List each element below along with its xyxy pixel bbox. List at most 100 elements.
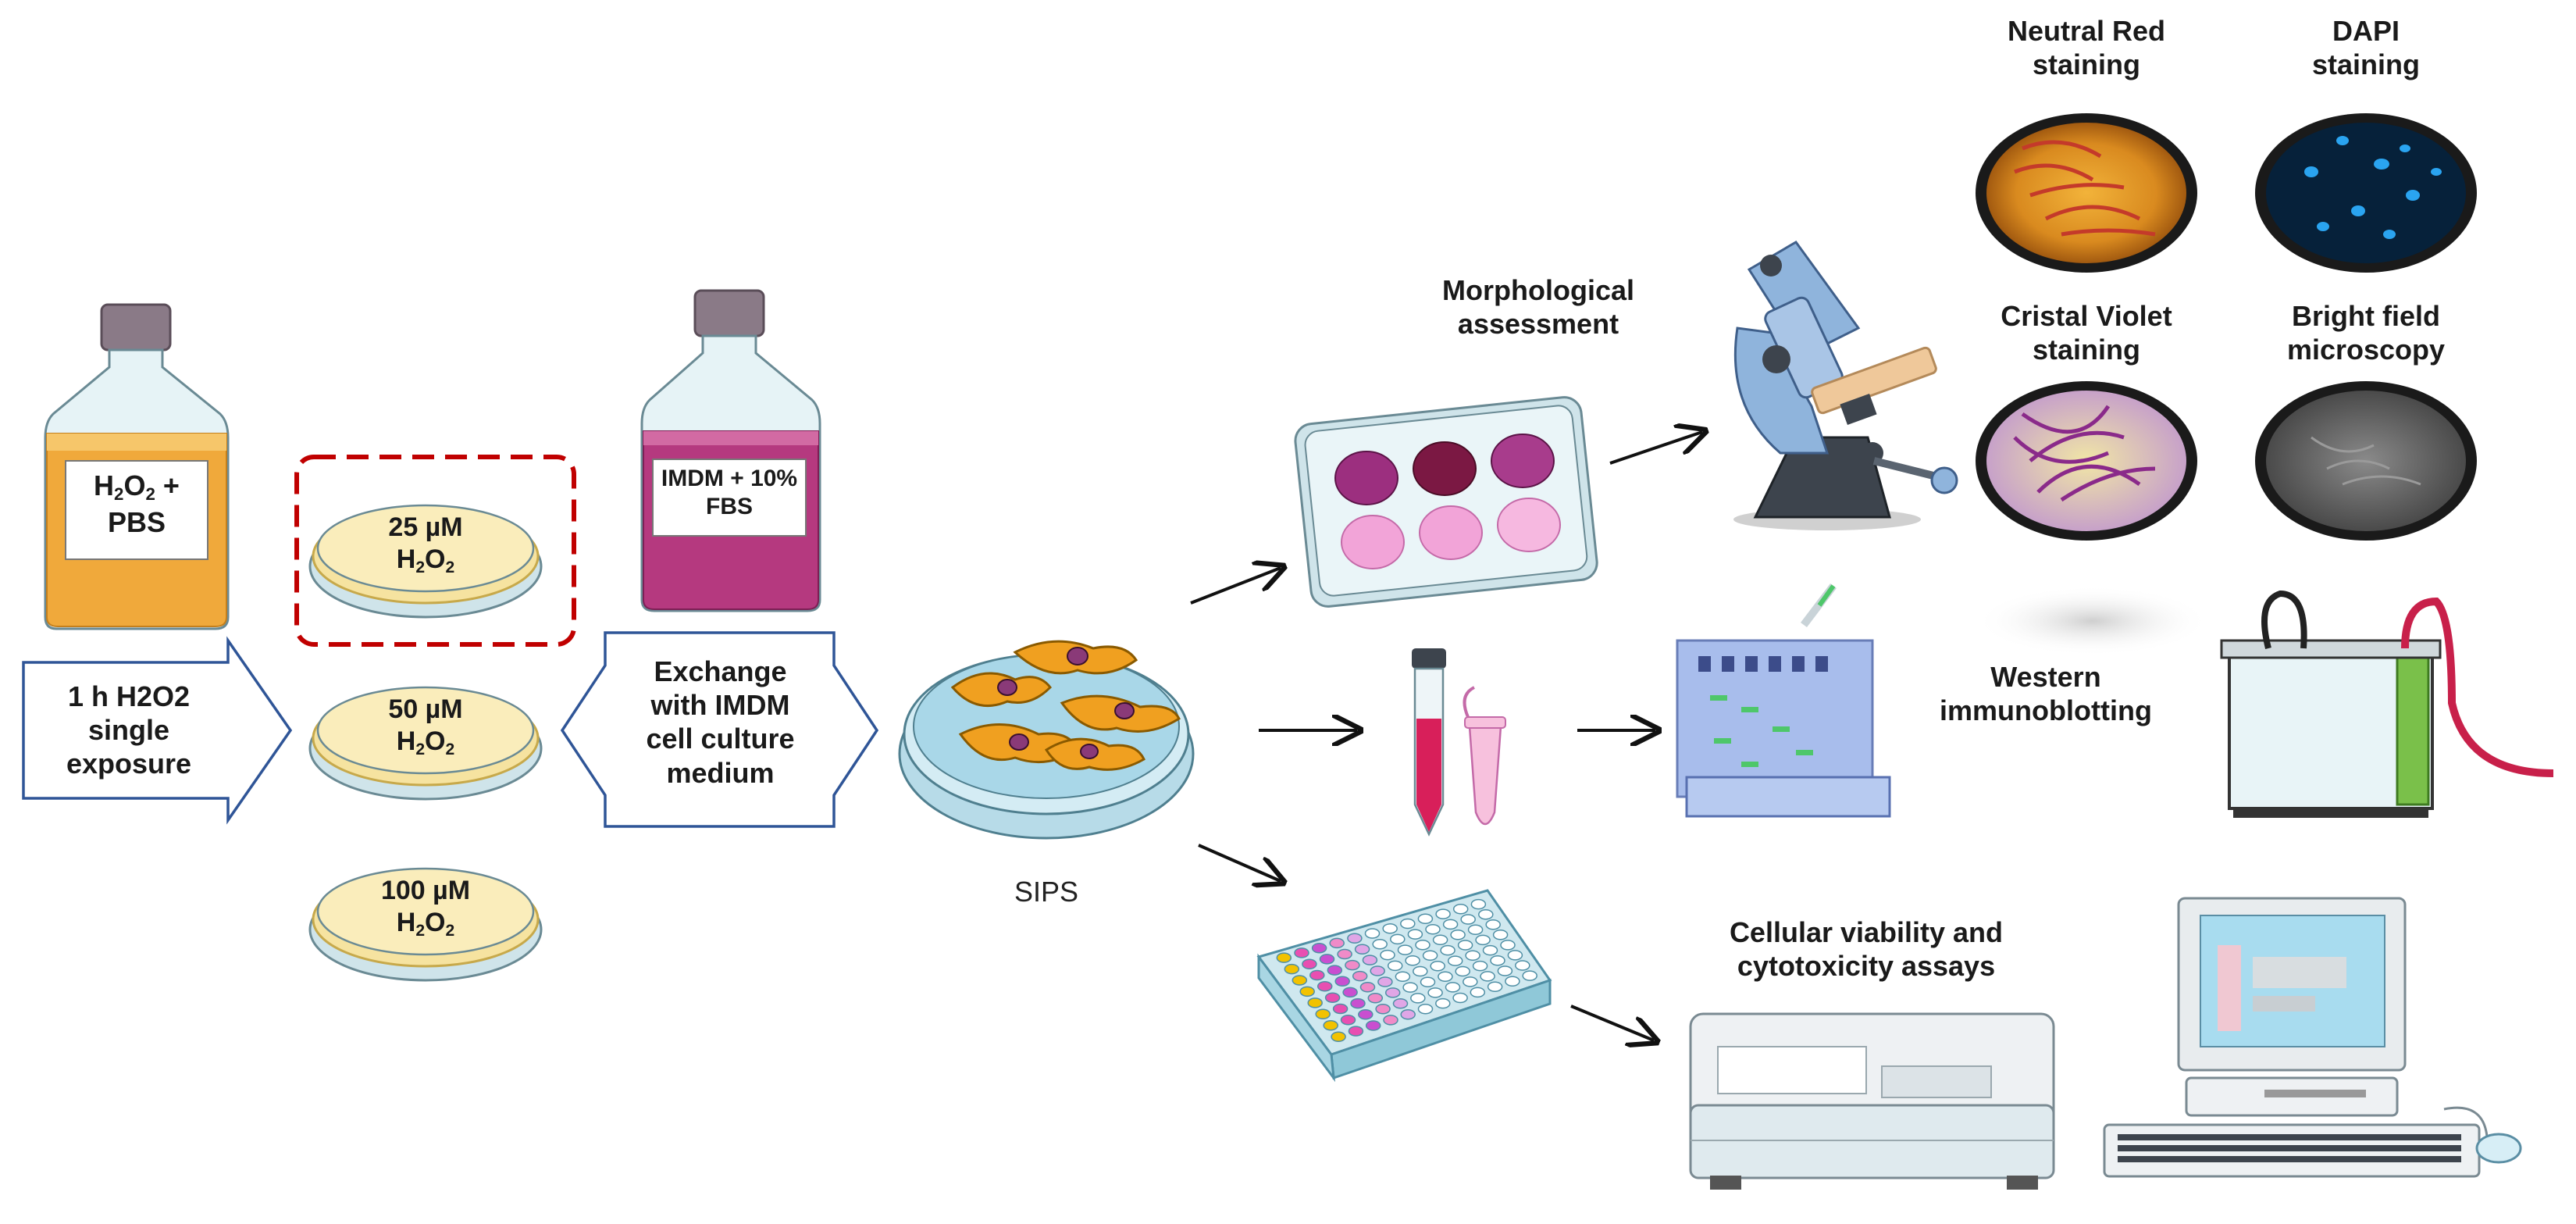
six-well-plate	[1294, 396, 1598, 608]
well	[1299, 986, 1315, 997]
well	[1417, 913, 1434, 925]
well	[1377, 976, 1393, 987]
highlight-dashed-box	[294, 455, 576, 647]
well	[1387, 960, 1403, 972]
well	[1352, 970, 1368, 982]
well	[1294, 947, 1309, 958]
well	[1358, 1009, 1374, 1020]
well	[1382, 923, 1398, 934]
well	[1460, 914, 1476, 925]
well	[1327, 965, 1343, 976]
well	[1323, 1020, 1338, 1031]
well	[1485, 919, 1501, 930]
dapi-label: DAPI staining	[2311, 15, 2420, 81]
dish-100-label: 100 µM H2O2	[380, 876, 471, 940]
well	[1415, 939, 1431, 951]
exposure-label: 1 h H2O2 single exposure	[66, 680, 192, 780]
well	[1435, 997, 1451, 1009]
well	[1337, 948, 1352, 960]
well	[1372, 939, 1388, 950]
computer	[2103, 897, 2522, 1178]
well	[1440, 944, 1455, 956]
eppendorf-tube	[1463, 686, 1506, 826]
dapi-image	[2255, 113, 2477, 273]
well	[1425, 923, 1441, 935]
well	[1354, 944, 1370, 955]
well	[1455, 965, 1470, 977]
well	[1362, 955, 1378, 965]
well	[1507, 950, 1523, 961]
flow-arrows	[1190, 432, 1702, 1040]
well	[1500, 940, 1516, 951]
well	[1405, 955, 1420, 966]
exchange-arrow	[560, 631, 879, 828]
well	[1505, 976, 1520, 987]
arrow-to-96well	[1198, 844, 1281, 881]
well	[1413, 965, 1428, 977]
well	[1470, 987, 1486, 998]
well	[1463, 976, 1478, 987]
well	[1422, 950, 1438, 961]
well	[1340, 1015, 1356, 1026]
well	[1438, 971, 1453, 983]
well	[1442, 919, 1459, 930]
sips-dish	[898, 640, 1195, 840]
well	[1452, 904, 1469, 915]
well	[1467, 924, 1484, 935]
cristal-violet-label: Cristal Violet staining	[2001, 300, 2172, 366]
well	[1465, 950, 1480, 962]
well	[1383, 1015, 1398, 1026]
well	[1447, 955, 1463, 966]
well	[1390, 933, 1406, 945]
arrow-to-6well	[1190, 568, 1281, 605]
well	[1384, 987, 1401, 998]
petri-dish-25	[308, 504, 543, 619]
morphology-label: Morphological assessment	[1442, 274, 1634, 341]
well	[1427, 987, 1443, 998]
well	[1487, 981, 1503, 993]
well	[1492, 930, 1509, 940]
well	[1375, 1004, 1391, 1015]
arrow-to-microscope	[1609, 432, 1702, 465]
well	[1331, 1031, 1346, 1042]
well	[1417, 1003, 1434, 1015]
bright-field-image	[2255, 381, 2477, 541]
well	[1430, 961, 1445, 972]
well	[1324, 992, 1341, 1003]
falcon-tube	[1412, 648, 1446, 837]
well	[1367, 993, 1384, 1004]
well	[1276, 952, 1292, 963]
well	[1400, 918, 1416, 930]
well	[1395, 971, 1411, 982]
well	[1482, 944, 1498, 956]
petri-dish-100	[308, 867, 543, 982]
well	[1450, 929, 1466, 940]
cristal-violet-image	[1976, 381, 2197, 541]
well	[1397, 944, 1413, 955]
dish-50-label: 50 µM H2O2	[388, 694, 463, 758]
well	[1380, 949, 1395, 961]
sips-label: SIPS	[1014, 876, 1079, 908]
imdm-bottle	[640, 289, 821, 612]
well	[1364, 928, 1381, 939]
well	[1302, 958, 1317, 969]
neutral-red-label: Neutral Red staining	[2007, 15, 2166, 81]
western-label: Western immunoblotting	[1940, 661, 2152, 727]
petri-dish-50	[308, 686, 543, 801]
well	[1457, 940, 1473, 951]
well	[1350, 997, 1366, 1009]
exposure-arrow	[22, 636, 293, 825]
well	[1345, 959, 1360, 971]
well	[1347, 933, 1363, 944]
well	[1472, 960, 1488, 972]
well	[1307, 997, 1323, 1008]
well	[1317, 981, 1333, 992]
bright-field-label: Bright field microscopy	[2286, 300, 2446, 366]
well	[1284, 963, 1300, 975]
well	[1402, 982, 1418, 993]
h2o2-pbs-bottle	[44, 303, 230, 630]
well	[1420, 976, 1436, 987]
well	[1475, 934, 1491, 946]
well	[1365, 1020, 1381, 1031]
well	[1319, 954, 1335, 965]
